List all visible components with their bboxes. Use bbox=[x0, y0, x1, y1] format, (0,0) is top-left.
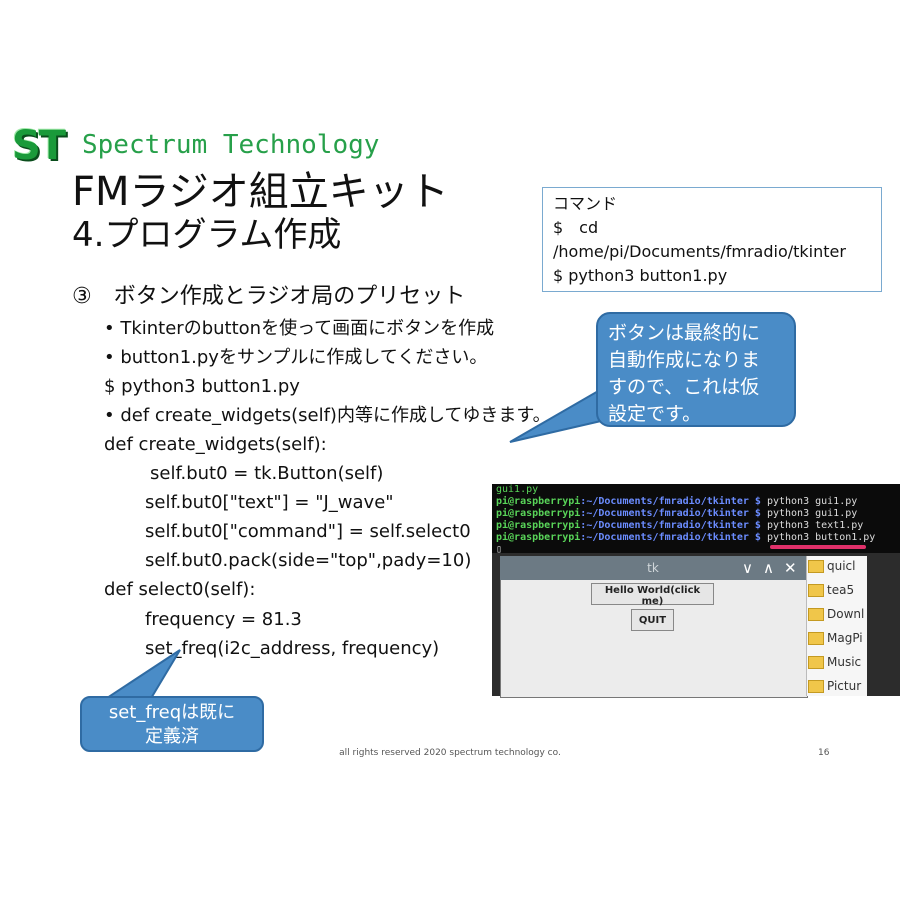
callout-line: set_freqは既に bbox=[108, 702, 236, 723]
bullet-item: • Tkinterのbuttonを使って画面にボタンを作成 bbox=[104, 318, 495, 339]
bullet-item: • def create_widgets(self)内等に作成してゆきます。 bbox=[104, 405, 551, 426]
terminal-command: python3 button1.py bbox=[766, 532, 876, 543]
quit-button[interactable]: QUIT bbox=[631, 609, 674, 631]
command-box-heading: コマンド bbox=[553, 194, 618, 213]
hello-world-button[interactable]: Hello World(click me) bbox=[591, 583, 714, 607]
terminal-window[interactable]: gui1.py pi@raspberrypi:~/Documents/fmrad… bbox=[492, 484, 900, 553]
folder-item[interactable]: Downl bbox=[806, 604, 866, 624]
terminal-command: python3 text1.py bbox=[766, 520, 864, 531]
callout-line: 定義済 bbox=[145, 726, 199, 747]
folder-icon bbox=[808, 584, 824, 597]
logo-mark: ST bbox=[12, 123, 66, 169]
folder-item[interactable]: Pictur bbox=[806, 676, 866, 696]
terminal-line: pi@raspberrypi:~/Documents/fmradio/tkint… bbox=[492, 532, 900, 544]
code-line: self.but0["text"] = "J_wave" bbox=[145, 492, 394, 513]
terminal-cursor: ▯ bbox=[496, 544, 503, 553]
callout-note: ボタンは最終的に 自動作成になりま すので、これは仮 設定です。 bbox=[596, 312, 796, 427]
slide-title: FMラジオ組立キット bbox=[72, 169, 449, 215]
code-line: self.but0 = tk.Button(self) bbox=[150, 463, 384, 484]
command-line: $ python3 button1.py bbox=[553, 266, 728, 285]
command-box: コマンド $ cd /home/pi/Documents/fmradio/tki… bbox=[542, 187, 882, 292]
prompt-path: :~/Documents/fmradio/tkinter $ bbox=[580, 508, 761, 519]
folder-icon bbox=[808, 680, 824, 693]
maximize-icon[interactable]: ∧ bbox=[763, 559, 774, 577]
terminal-line: gui1.py bbox=[496, 484, 539, 495]
folder-icon bbox=[808, 656, 824, 669]
callout-line: すので、これは仮 bbox=[608, 376, 760, 398]
terminal-line: pi@raspberrypi:~/Documents/fmradio/tkint… bbox=[492, 496, 900, 508]
prompt-user: pi@raspberrypi bbox=[496, 532, 581, 543]
callout-line: ボタンは最終的に bbox=[608, 322, 761, 344]
callout-line: 自動作成になりま bbox=[608, 349, 761, 371]
terminal-line: pi@raspberrypi:~/Documents/fmradio/tkint… bbox=[492, 508, 900, 520]
callout-line: 設定です。 bbox=[608, 403, 702, 425]
prompt-user: pi@raspberrypi bbox=[496, 520, 581, 531]
code-line: self.but0["command"] = self.select0 bbox=[145, 521, 471, 542]
tk-window-title: tk bbox=[647, 561, 659, 575]
folder-item[interactable]: MagPi bbox=[806, 628, 866, 648]
section-heading: ③ ボタン作成とラジオ局のプリセット bbox=[72, 284, 466, 309]
folder-label: Music bbox=[827, 655, 862, 669]
code-line: frequency = 81.3 bbox=[145, 609, 302, 630]
terminal-command: python3 gui1.py bbox=[766, 496, 858, 507]
highlight-underline bbox=[770, 545, 866, 549]
command-line: $ cd bbox=[553, 218, 599, 237]
prompt-user: pi@raspberrypi bbox=[496, 508, 581, 519]
code-line: def select0(self): bbox=[104, 579, 256, 600]
slide-subtitle: 4.プログラム作成 bbox=[72, 215, 342, 255]
terminal-command: python3 gui1.py bbox=[766, 508, 858, 519]
close-icon[interactable]: ✕ bbox=[784, 559, 797, 577]
folder-label: Downl bbox=[827, 607, 865, 621]
folder-label: Pictur bbox=[827, 679, 862, 693]
command-line: /home/pi/Documents/fmradio/tkinter bbox=[553, 242, 846, 261]
file-manager-panel bbox=[806, 556, 867, 696]
terminal-line: pi@raspberrypi:~/Documents/fmradio/tkint… bbox=[492, 520, 900, 532]
folder-item[interactable]: Music bbox=[806, 652, 866, 672]
callout-note-freq: set_freqは既に 定義済 bbox=[80, 696, 264, 752]
folder-label: quicl bbox=[827, 559, 856, 573]
prompt-path: :~/Documents/fmradio/tkinter $ bbox=[580, 532, 761, 543]
bullet-item: • button1.pyをサンプルに作成してください。 bbox=[104, 347, 488, 368]
folder-icon bbox=[808, 560, 824, 573]
prompt-user: pi@raspberrypi bbox=[496, 496, 581, 507]
prompt-path: :~/Documents/fmradio/tkinter $ bbox=[580, 496, 761, 507]
prompt-path: :~/Documents/fmradio/tkinter $ bbox=[580, 520, 761, 531]
callout-tail-bottom bbox=[100, 649, 181, 701]
tk-titlebar[interactable] bbox=[500, 556, 806, 580]
folder-item[interactable]: quicl bbox=[806, 556, 866, 576]
command-line: $ python3 button1.py bbox=[104, 376, 300, 397]
code-line: def create_widgets(self): bbox=[104, 434, 327, 455]
code-line: set_freq(i2c_address, frequency) bbox=[145, 638, 440, 659]
code-line: self.but0.pack(side="top",pady=10) bbox=[145, 550, 472, 571]
folder-label: tea5 bbox=[827, 583, 855, 597]
minimize-icon[interactable]: ∨ bbox=[742, 559, 753, 577]
folder-label: MagPi bbox=[827, 631, 863, 645]
folder-item[interactable]: tea5 bbox=[806, 580, 866, 600]
footer-copyright: all rights reserved 2020 spectrum techno… bbox=[339, 748, 561, 758]
folder-icon bbox=[808, 608, 824, 621]
page-number: 16 bbox=[818, 748, 830, 758]
logo-text: Spectrum Technology bbox=[82, 130, 380, 160]
folder-icon bbox=[808, 632, 824, 645]
